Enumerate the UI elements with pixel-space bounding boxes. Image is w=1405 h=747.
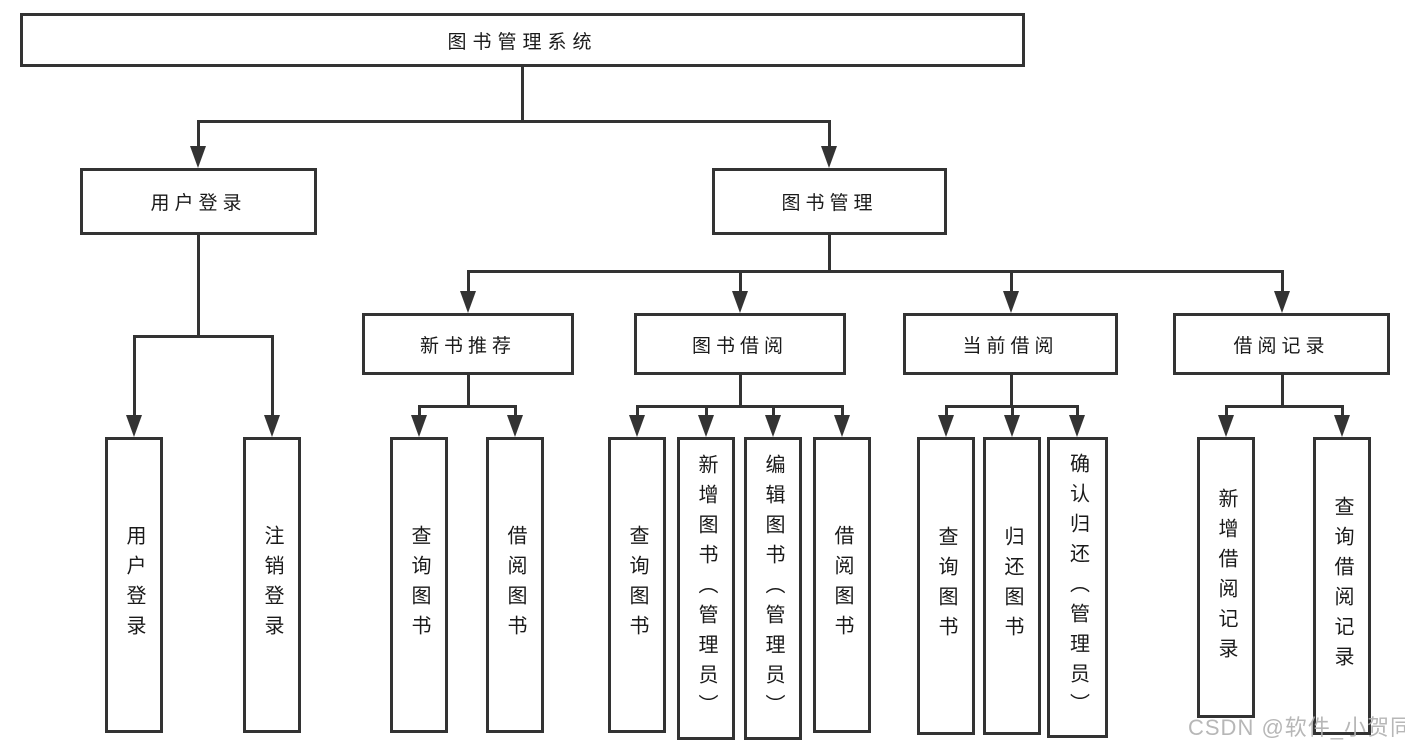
- leaf-borrow-book-recommend: 借阅图书: [486, 437, 544, 733]
- leaf-logout: 注销登录: [243, 437, 301, 733]
- connector-level2-rail: [196, 120, 831, 123]
- connector-book-mgmt-drop: [827, 120, 831, 150]
- connector-leaf-drop: [1340, 405, 1344, 419]
- arrowhead-logout-leaf: [264, 415, 280, 437]
- arrowhead-record: [1274, 291, 1290, 313]
- connector-recommend-rail: [417, 405, 517, 408]
- leaf-query-book-recommend: 查询图书: [390, 437, 448, 733]
- arrowhead-leaf: [698, 415, 714, 437]
- leaf-query-book-borrow: 查询图书: [608, 437, 666, 733]
- connector-current-drop: [1009, 270, 1013, 293]
- connector-root-stem: [520, 65, 524, 123]
- connector-leaf-drop: [513, 405, 517, 419]
- leaf-query-borrow-record: 查询借阅记录: [1313, 437, 1371, 735]
- leaf-return-book: 归还图书: [983, 437, 1041, 735]
- connector-leaf-drop: [1075, 405, 1079, 419]
- node-borrow-record: 借阅记录: [1173, 313, 1390, 375]
- arrowhead-leaf: [765, 415, 781, 437]
- connector-logout-leaf-drop: [270, 335, 274, 418]
- node-library-system: 图书管理系统: [20, 13, 1025, 67]
- connector-user-login-rail: [132, 335, 274, 338]
- arrowhead-leaf: [1069, 415, 1085, 437]
- leaf-add-borrow-record: 新增借阅记录: [1197, 437, 1255, 718]
- connector-record-rail: [1224, 405, 1344, 408]
- node-current-borrow: 当前借阅: [903, 313, 1118, 375]
- arrowhead-borrow: [732, 291, 748, 313]
- connector-leaf-drop: [840, 405, 844, 419]
- arrowhead-leaf: [834, 415, 850, 437]
- node-book-management: 图书管理: [712, 168, 947, 235]
- connector-leaf-drop: [771, 405, 775, 419]
- node-user-login: 用户登录: [80, 168, 317, 235]
- connector-level3-rail: [466, 270, 1284, 273]
- arrowhead-leaf: [507, 415, 523, 437]
- arrowhead-login-leaf: [126, 415, 142, 437]
- connector-recommend-stem: [466, 375, 470, 408]
- arrowhead-leaf: [1004, 415, 1020, 437]
- arrowhead-user-login: [190, 146, 206, 168]
- connector-leaf-drop: [704, 405, 708, 419]
- arrowhead-leaf: [629, 415, 645, 437]
- node-new-book-recommend: 新书推荐: [362, 313, 574, 375]
- arrowhead-leaf: [938, 415, 954, 437]
- connector-current-stem: [1009, 375, 1013, 408]
- csdn-watermark: CSDN @软件_小贺同学: [1188, 715, 1405, 740]
- arrowhead-current: [1003, 291, 1019, 313]
- connector-recommend-drop: [466, 270, 470, 293]
- leaf-add-book-admin: 新增图书（管理员）: [677, 437, 735, 740]
- connector-leaf-drop: [944, 405, 948, 419]
- connector-record-stem: [1280, 375, 1284, 408]
- connector-borrow-drop: [738, 270, 742, 293]
- connector-leaf-drop: [635, 405, 639, 419]
- connector-leaf-drop: [417, 405, 421, 419]
- arrowhead-leaf: [411, 415, 427, 437]
- node-book-borrow: 图书借阅: [634, 313, 846, 375]
- leaf-confirm-return-admin: 确认归还（管理员）: [1047, 437, 1108, 738]
- leaf-edit-book-admin: 编辑图书（管理员）: [744, 437, 802, 740]
- leaf-user-login: 用户登录: [105, 437, 163, 733]
- leaf-query-book-current: 查询图书: [917, 437, 975, 735]
- connector-user-login-stem: [196, 235, 200, 335]
- connector-borrow-rail: [635, 405, 844, 408]
- connector-user-login-drop: [196, 120, 200, 150]
- connector-leaf-drop: [1224, 405, 1228, 419]
- arrowhead-book-mgmt: [821, 146, 837, 168]
- connector-borrow-stem: [738, 375, 742, 408]
- arrowhead-leaf: [1218, 415, 1234, 437]
- connector-leaf-drop: [1010, 405, 1014, 419]
- connector-book-mgmt-stem: [827, 235, 831, 273]
- arrowhead-leaf: [1334, 415, 1350, 437]
- arrowhead-recommend: [460, 291, 476, 313]
- connector-record-drop: [1280, 270, 1284, 293]
- connector-login-leaf-drop: [132, 335, 136, 418]
- leaf-borrow-book: 借阅图书: [813, 437, 871, 733]
